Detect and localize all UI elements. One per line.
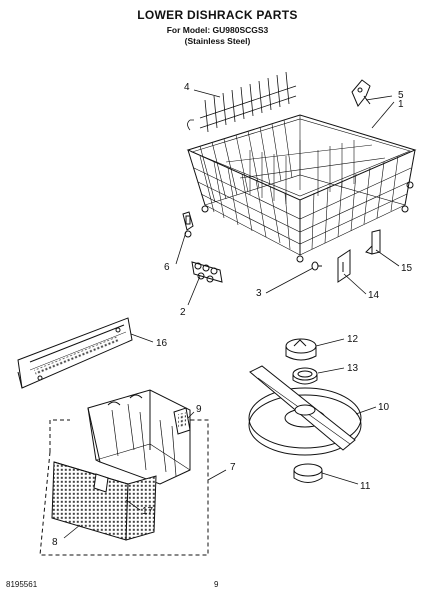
page-number: 9 [214, 580, 219, 589]
diagram-title: LOWER DISHRACK PARTS [137, 8, 298, 22]
callout-labels: 1 2 3 4 5 6 7 8 9 10 11 12 13 14 15 16 1… [52, 82, 413, 548]
basket-handle [17, 317, 133, 389]
callout-11: 11 [360, 481, 371, 492]
callout-12: 12 [347, 334, 359, 345]
callout-3: 3 [256, 288, 262, 299]
callout-10: 10 [378, 402, 390, 413]
callout-5: 5 [398, 90, 404, 101]
callout-14: 14 [368, 290, 380, 301]
lower-dishrack [186, 114, 417, 263]
basket-lid [173, 407, 191, 435]
callout-8: 8 [52, 537, 58, 548]
mounting-ring [293, 463, 323, 483]
leader-lines [63, 89, 400, 539]
callout-7: 7 [230, 462, 236, 473]
stop-clip [365, 229, 381, 255]
screw [311, 261, 322, 271]
basket-cover [51, 461, 129, 541]
callout-9: 9 [196, 404, 202, 415]
roller-assembly [191, 261, 223, 283]
callout-15: 15 [401, 263, 413, 274]
document-number: 8195561 [6, 580, 38, 589]
callout-16: 16 [156, 338, 168, 349]
tine-row [187, 71, 297, 133]
seal-ring [292, 367, 318, 385]
callout-6: 6 [164, 262, 170, 273]
spray-arm-hub [285, 338, 317, 361]
finish-line: (Stainless Steel) [184, 36, 251, 46]
callout-1: 1 [398, 99, 404, 110]
rail-clip [337, 249, 351, 283]
callout-17: 17 [142, 506, 154, 517]
lower-spray-arm [248, 365, 362, 456]
divider-cover [93, 473, 157, 541]
rack-bracket [351, 79, 371, 107]
roller-clip [182, 211, 194, 238]
silverware-basket [39, 389, 209, 556]
model-line: For Model: GU980SCGS3 [166, 25, 269, 35]
callout-13: 13 [347, 363, 359, 374]
callout-4: 4 [184, 82, 190, 93]
callout-2: 2 [180, 307, 186, 318]
